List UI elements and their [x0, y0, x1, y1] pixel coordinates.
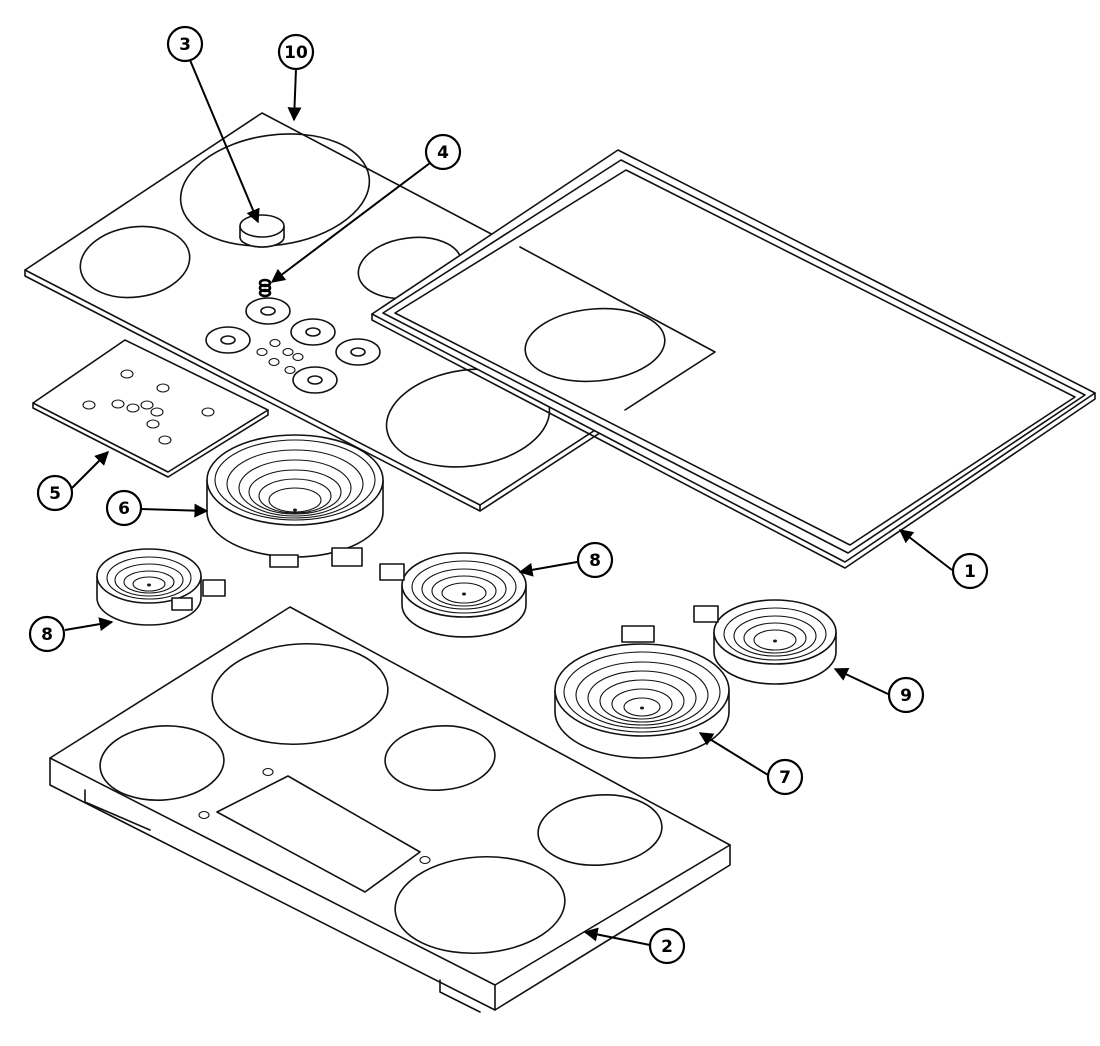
- callout-8-right: 8: [576, 541, 614, 579]
- control-hole-pattern: [205, 297, 381, 394]
- small-radiant-element-left: [96, 548, 226, 626]
- large-radiant-element-right: [554, 625, 730, 759]
- callout-9-label: 9: [900, 686, 912, 706]
- callout-8-left: 8: [28, 615, 66, 653]
- control-knob: [239, 214, 285, 248]
- control-panel-insert: [32, 339, 269, 478]
- callout-9: 9: [887, 676, 925, 714]
- callout-5: 5: [36, 474, 74, 512]
- callout-7: 7: [766, 758, 804, 796]
- callout-2: 2: [648, 927, 686, 965]
- large-radiant-element: [206, 434, 384, 568]
- element-support-pan: [49, 606, 731, 1013]
- callout-4-label: 4: [437, 143, 449, 163]
- callout-6: 6: [105, 489, 143, 527]
- callout-3: 3: [166, 25, 204, 63]
- callout-7-label: 7: [779, 768, 791, 788]
- small-radiant-element-rear: [693, 599, 837, 685]
- callout-6-label: 6: [118, 499, 130, 519]
- callout-2-label: 2: [661, 937, 673, 957]
- callout-3-label: 3: [179, 35, 191, 55]
- callout-1-label: 1: [964, 562, 976, 582]
- leader-lines: [64, 59, 953, 946]
- callout-5-label: 5: [49, 484, 61, 504]
- callout-8-left-label: 8: [41, 625, 53, 645]
- cooktop-frame: [371, 149, 1096, 569]
- knob-spring: [258, 278, 272, 298]
- callout-4: 4: [424, 133, 462, 171]
- callout-8-right-label: 8: [589, 551, 601, 571]
- small-radiant-element-right: [379, 552, 527, 638]
- callout-10: 10: [277, 33, 315, 71]
- callout-1: 1: [951, 552, 989, 590]
- callout-10-label: 10: [284, 43, 308, 63]
